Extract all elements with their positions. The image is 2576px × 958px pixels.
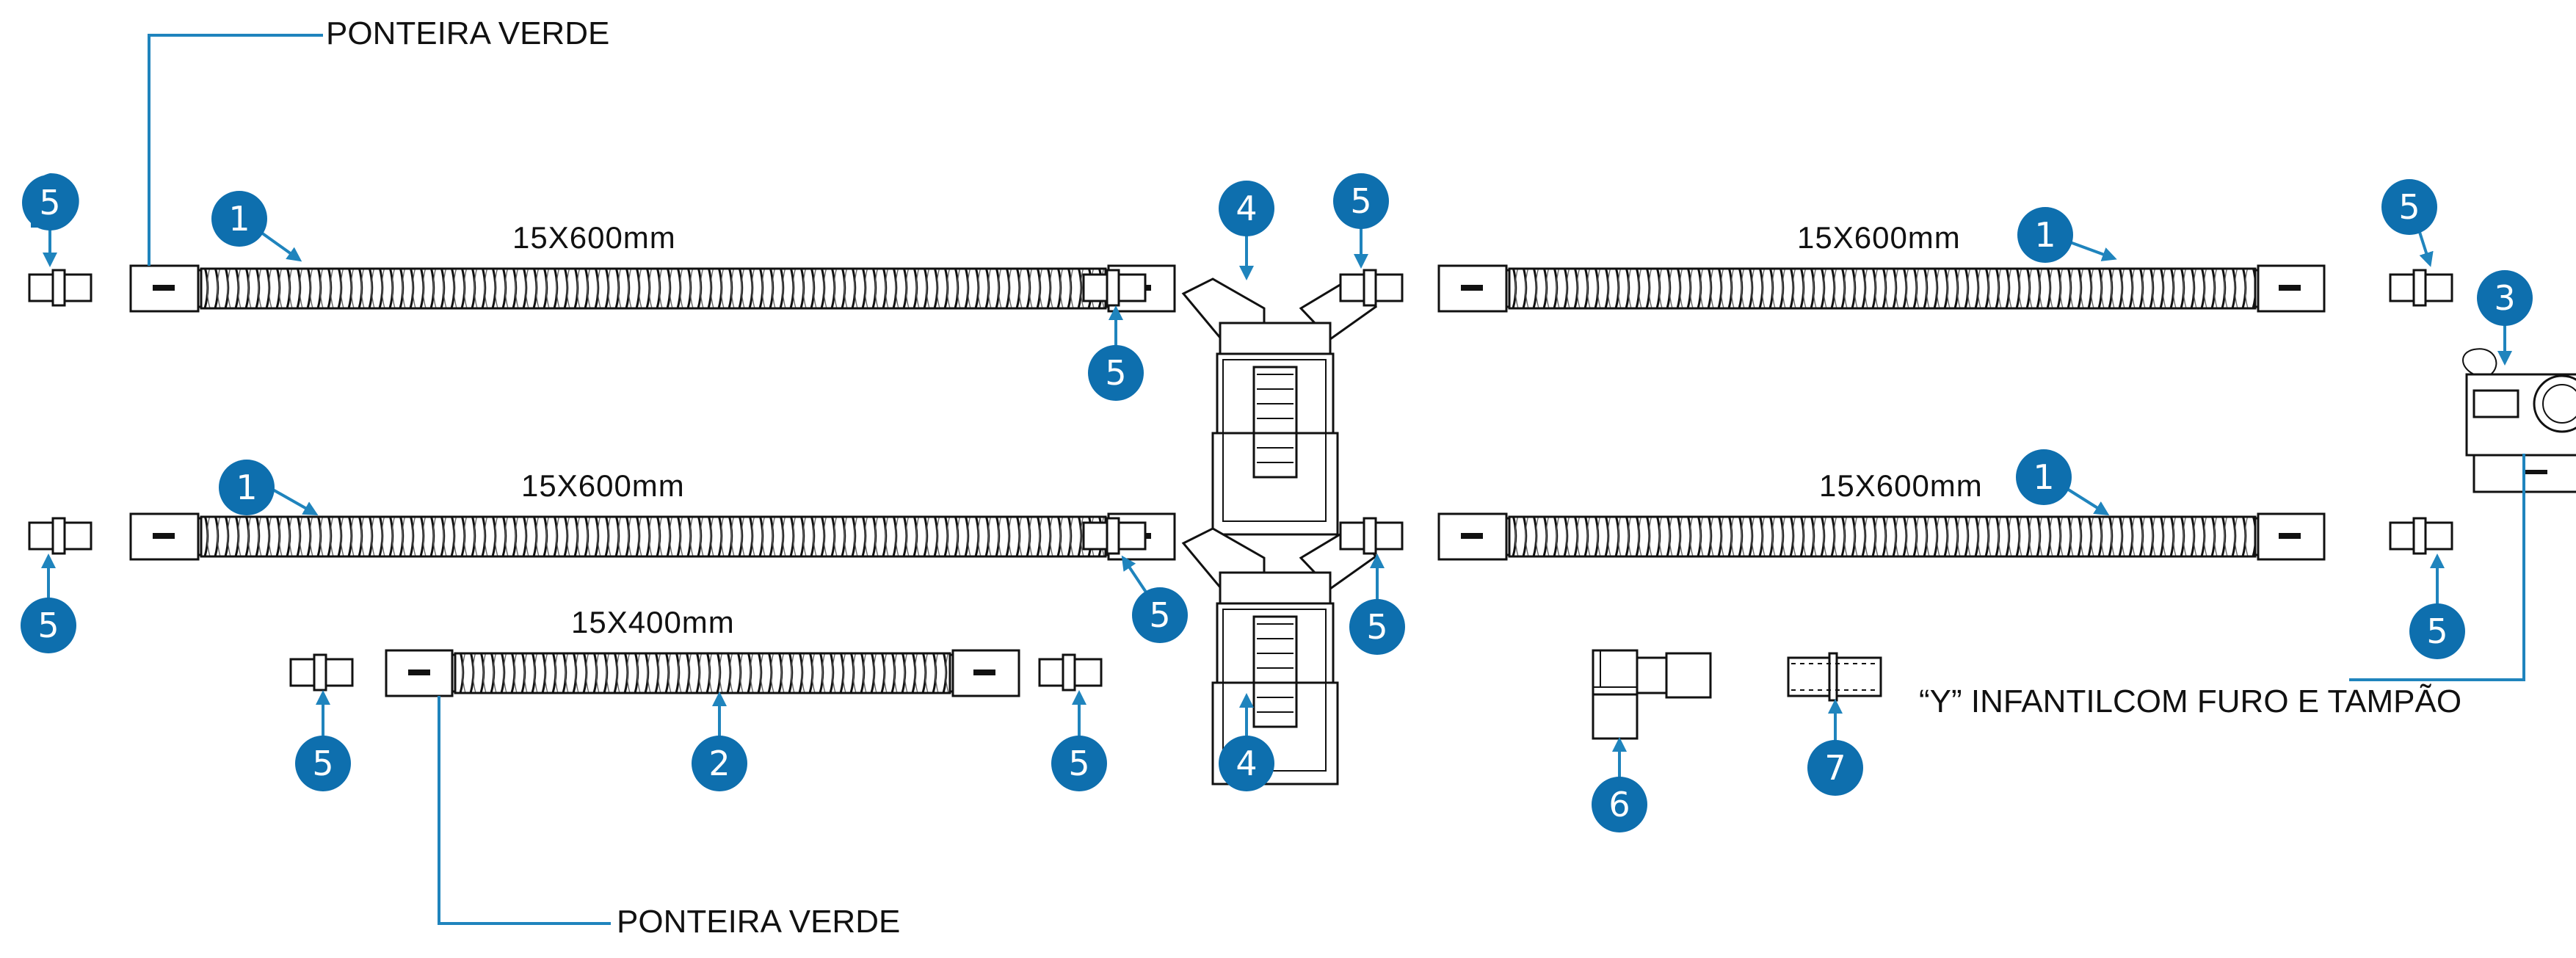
corrugated-tube-part-1 — [1437, 512, 2326, 561]
callout-badge: 5 — [1088, 345, 1144, 401]
callout-badge: 5 — [21, 598, 76, 653]
callout-badge: 4 — [1219, 181, 1274, 236]
connector-part-5 — [1038, 653, 1103, 692]
connector-part-5 — [1339, 517, 1404, 555]
svg-text:1: 1 — [2033, 457, 2054, 497]
corrugated-tube-part-2 — [385, 649, 1020, 697]
corrugated-tube-part-1 — [129, 264, 1176, 313]
connector-part-5 — [1339, 269, 1404, 307]
y-connector-part-4 — [1181, 276, 1378, 536]
connector-part-5 — [1082, 269, 1147, 307]
svg-text:5: 5 — [2398, 187, 2420, 227]
elbow-connector-part-6 — [1592, 649, 1712, 740]
ponteira-label-bottom: PONTEIRA VERDE — [617, 904, 900, 940]
svg-text:1: 1 — [228, 199, 250, 239]
svg-text:4: 4 — [1236, 189, 1257, 228]
leader-line — [148, 34, 323, 266]
tube-length-label: 15X400mm — [571, 605, 735, 639]
callout-badge: 5 — [1051, 736, 1107, 791]
callout-badge: 5 — [2381, 179, 2437, 235]
connector-part-5 — [2389, 517, 2453, 555]
svg-text:5: 5 — [37, 606, 59, 645]
callout-badge: 7 — [1807, 740, 1863, 796]
svg-text:7: 7 — [1824, 748, 1846, 788]
tube-length-label: 15X600mm — [1819, 468, 1983, 503]
callout-badge: 3 — [2477, 270, 2533, 326]
svg-text:1: 1 — [2034, 215, 2056, 255]
callout-badge: 5 — [2409, 603, 2465, 659]
callout-badge: 5 — [1349, 599, 1405, 655]
svg-text:1: 1 — [236, 468, 257, 507]
corrugated-tube-part-1 — [129, 512, 1176, 561]
connector-part-5 — [28, 269, 92, 307]
svg-text:2: 2 — [708, 744, 730, 783]
callout-badge: 5 — [22, 173, 79, 231]
y-infantil-label: “Y” INFANTILCOM FURO E TAMPÃO — [1919, 683, 2461, 719]
svg-text:5: 5 — [1350, 181, 1371, 221]
leader-line — [2349, 454, 2525, 681]
callout-badge: 1 — [211, 191, 267, 247]
tube-length-label: 15X600mm — [512, 220, 676, 255]
svg-text:5: 5 — [1068, 744, 1089, 783]
connector-part-5 — [289, 653, 354, 692]
svg-text:5: 5 — [39, 183, 60, 222]
svg-text:5: 5 — [2426, 612, 2448, 651]
svg-text:5: 5 — [312, 744, 333, 783]
svg-text:4: 4 — [1236, 744, 1257, 783]
callout-badge: 5 — [1132, 587, 1188, 643]
tube-length-label: 15X600mm — [1797, 220, 1961, 255]
callout-badge: 1 — [219, 460, 275, 515]
callout-arrows — [41, 227, 2512, 781]
connector-part-5 — [1082, 517, 1147, 555]
connector-part-5 — [2389, 269, 2453, 307]
connector-part-5 — [28, 517, 92, 555]
svg-text:5: 5 — [1149, 595, 1170, 635]
straight-connector-part-7 — [1787, 652, 1882, 702]
y-infantil-part-3 — [2462, 348, 2576, 493]
callout-badge: 2 — [692, 736, 747, 791]
callout-badge: 5 — [295, 736, 351, 791]
callout-badge: 4 — [1219, 736, 1274, 791]
corrugated-tube-part-1 — [1437, 264, 2326, 313]
svg-text:5: 5 — [1105, 353, 1126, 393]
callout-badge: 1 — [2016, 449, 2072, 505]
callout-badge: 6 — [1592, 777, 1647, 832]
ponteira-label-top: PONTEIRA VERDE — [326, 15, 609, 51]
svg-text:5: 5 — [1366, 607, 1387, 647]
callout-badge: 5 — [1333, 173, 1389, 229]
y-connector-part-4 — [1181, 526, 1378, 785]
callout-badge: 1 — [2017, 207, 2073, 263]
tube-length-label: 15X600mm — [521, 468, 685, 503]
leader-line — [438, 696, 611, 925]
svg-text:3: 3 — [2494, 278, 2515, 318]
svg-text:6: 6 — [1608, 785, 1630, 824]
